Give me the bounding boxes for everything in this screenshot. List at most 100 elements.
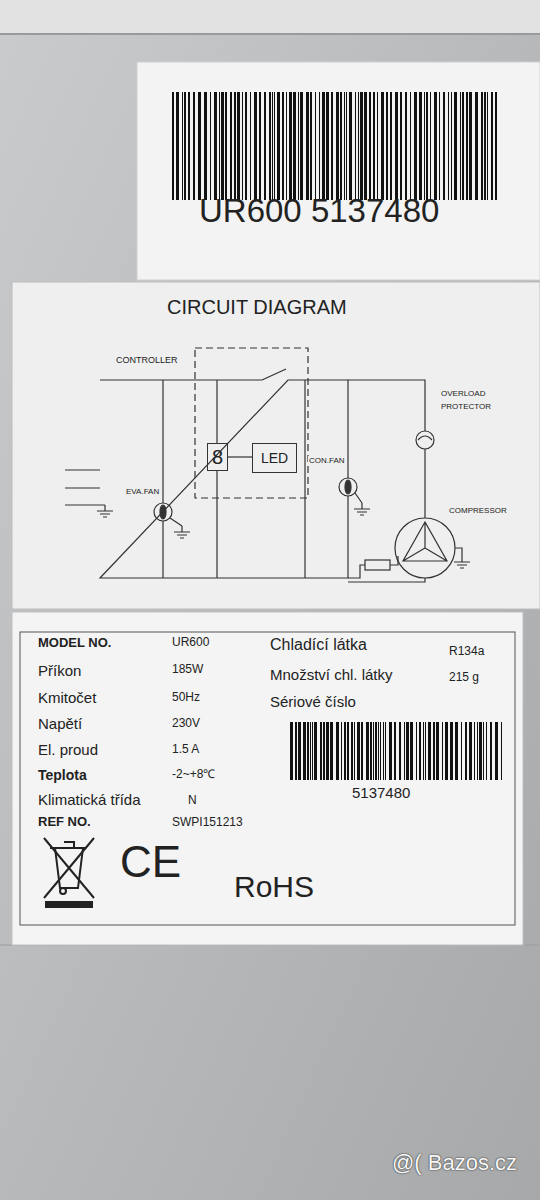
weee-bar — [46, 902, 92, 907]
barcode-bar — [445, 722, 448, 780]
barcode-bar — [351, 722, 353, 780]
barcode-bar — [310, 92, 312, 200]
rating-plate-border — [20, 632, 515, 925]
barcode-bar — [410, 722, 413, 780]
wire — [348, 578, 425, 582]
barcode-bar — [221, 92, 224, 200]
barcode-bar — [326, 722, 329, 780]
barcode-bar — [428, 722, 431, 780]
barcode-bar — [303, 722, 306, 780]
barcode-bar — [385, 722, 386, 780]
barcode-bar — [245, 92, 247, 200]
circuit-wires — [65, 348, 462, 582]
field-name: Chladící látka — [270, 636, 367, 654]
barcode-bar — [406, 722, 409, 780]
barcode-bar — [293, 92, 296, 200]
serial-number: 5137480 — [352, 784, 410, 801]
barcode-bar — [274, 92, 275, 200]
part-name: CON.FAN — [308, 456, 346, 465]
barcode-bar — [272, 92, 273, 200]
led-box: LED — [252, 443, 297, 473]
barcode-bar — [465, 722, 467, 780]
barcode-bar — [172, 92, 174, 200]
barcode-bar — [419, 722, 421, 780]
barcode-bar — [461, 722, 462, 780]
ptc-starter — [365, 560, 390, 570]
circuit-sticker — [12, 282, 540, 609]
compressor-earth — [455, 548, 462, 556]
barcode-bar — [419, 92, 422, 200]
barcode-bar — [450, 722, 453, 780]
barcode-bar — [210, 92, 211, 200]
barcode-bar — [366, 722, 369, 780]
barcode-bar — [375, 722, 377, 780]
barcode-bar — [319, 92, 320, 200]
barcode-bar — [466, 92, 468, 200]
barcode-bar — [230, 92, 232, 200]
panel-edge — [0, 33, 540, 35]
barcode-bar — [340, 92, 342, 200]
led-label: LED — [261, 450, 288, 466]
barcode-bar — [259, 92, 261, 200]
wire — [216, 380, 217, 578]
seven-segment-digit: 8 — [212, 446, 223, 469]
barcode-sticker: UR600 5137480 — [137, 62, 540, 280]
evaporator-fan — [154, 503, 172, 521]
field-value: 1.5 A — [172, 743, 199, 757]
condenser-fan — [339, 478, 357, 496]
barcode-bar — [219, 92, 220, 200]
barcode-bar — [193, 92, 195, 200]
barcode-bar — [460, 92, 461, 200]
barcode-bar — [451, 92, 452, 200]
part-name: OVERLOAD PROTECTOR — [440, 388, 512, 414]
barcode-bar — [298, 722, 301, 780]
barcode-bar — [298, 92, 299, 200]
field-value: 50Hz — [172, 691, 200, 705]
barcode-bar — [347, 722, 349, 780]
wire — [348, 380, 425, 518]
barcode-bar — [404, 722, 405, 780]
barcode-bar — [242, 92, 243, 200]
barcode-bar — [355, 92, 356, 200]
barcode-bar — [381, 92, 384, 200]
barcode-bar — [462, 92, 464, 200]
barcode-bar — [487, 92, 488, 200]
barcode-bar — [495, 722, 498, 780]
wire — [348, 556, 398, 578]
barcode-bar — [357, 722, 360, 780]
barcode-bar — [277, 92, 280, 200]
watermark: @( Bazos.cz — [392, 1150, 517, 1176]
barcode-bar — [394, 722, 396, 780]
barcode-bar — [479, 722, 482, 780]
barcode-bar — [490, 722, 492, 780]
barcode-bar — [484, 92, 486, 200]
power-input — [65, 470, 105, 505]
barcode-bar — [454, 92, 457, 200]
barcode-bar — [234, 92, 236, 200]
barcode-bar — [430, 92, 431, 200]
barcode-bar — [214, 92, 217, 200]
barcode-bar — [481, 92, 483, 200]
barcode-bar — [341, 722, 342, 780]
barcode-bar — [434, 92, 437, 200]
barcode-bar — [475, 92, 478, 200]
barcode-bar — [331, 92, 333, 200]
model-serial: UR600 5137480 — [199, 192, 439, 230]
barcode-bar — [483, 722, 484, 780]
rating-plate — [12, 612, 523, 945]
barcode-bar — [306, 92, 309, 200]
field-name: Teplota — [38, 767, 87, 783]
barcode-bar — [320, 722, 322, 780]
barcode-bar — [416, 722, 417, 780]
field-value: UR600 — [172, 636, 209, 650]
field-value: -2~+8℃ — [172, 768, 215, 782]
barcode-bar — [315, 92, 316, 200]
overload-element — [418, 436, 432, 440]
barcode-bar — [405, 92, 407, 200]
ground-symbol — [454, 556, 470, 568]
field-value: 230V — [172, 717, 200, 731]
barcode-bar — [354, 722, 355, 780]
barcode-bar — [188, 92, 190, 200]
rating-plate: MODEL NO.UR600Chladící látkaR134aPříkon1… — [12, 612, 523, 945]
